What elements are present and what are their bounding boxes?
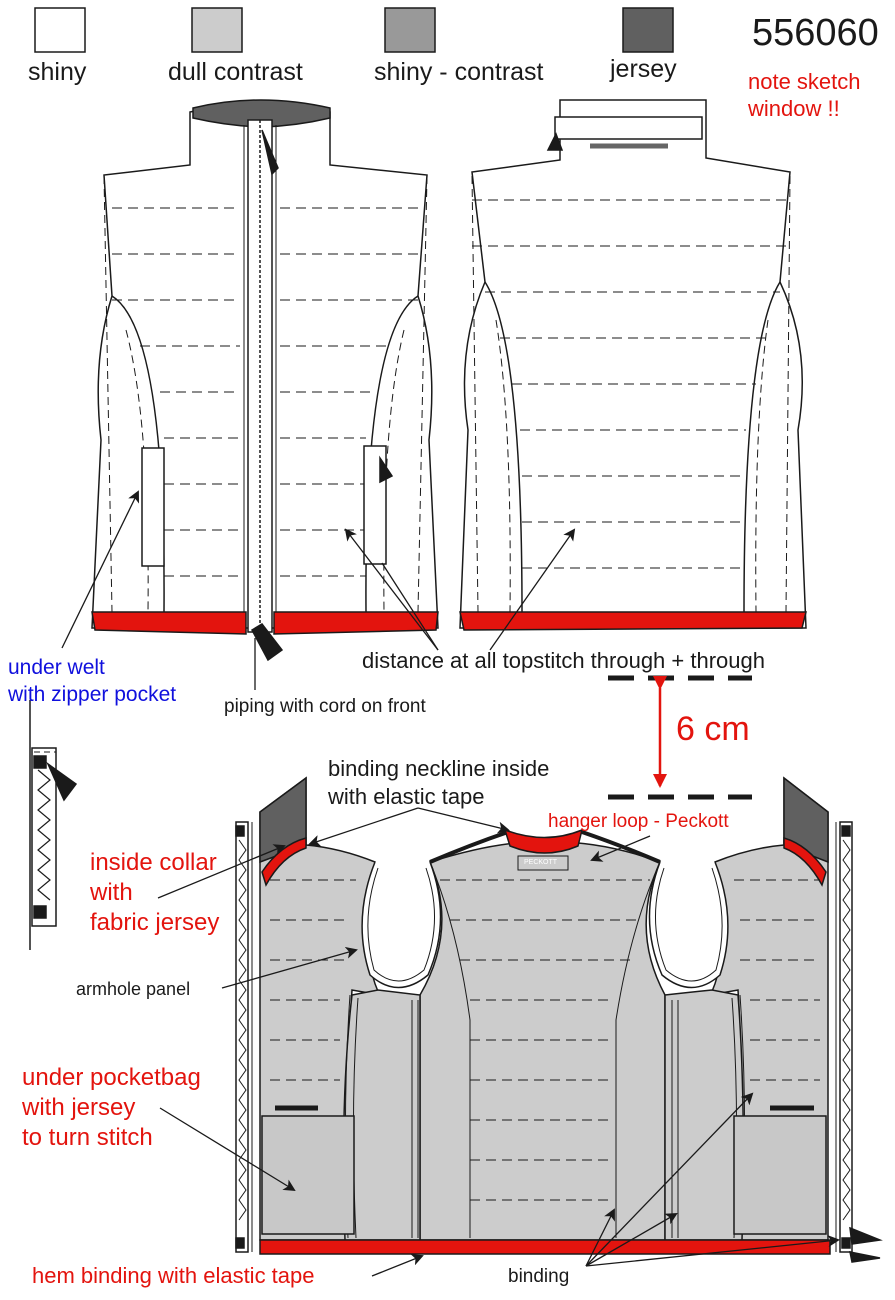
label-distance: distance at all topstitch through + thro… <box>362 648 765 673</box>
leader-lines <box>61 490 840 1277</box>
front-vest <box>91 99 439 662</box>
pocketbag-line-2: with jersey <box>22 1094 136 1121</box>
legend-label-shiny: shiny <box>28 58 87 86</box>
hanger-tag-text: PECKOTT <box>524 859 558 866</box>
inside-collar-line-2: with <box>90 879 133 906</box>
binding-neckline-line-1: binding neckline inside <box>328 756 550 781</box>
inside-collar-line-1: inside collar <box>90 849 217 876</box>
measurement-marker <box>608 675 752 800</box>
style-number: 556060 <box>752 12 879 54</box>
swatch-shiny <box>34 7 86 53</box>
legend-label-jersey: jersey <box>610 55 677 83</box>
label-inside-collar: inside collar with fabric jersey <box>90 848 219 938</box>
label-under-welt: under welt with zipper pocket <box>8 654 176 708</box>
under-welt-line-1: under welt <box>8 656 105 679</box>
label-binding: binding <box>508 1266 570 1287</box>
label-6cm: 6 cm <box>676 710 750 748</box>
note-line-1: note sketch <box>748 69 861 94</box>
label-pocketbag: under pocketbag with jersey to turn stit… <box>22 1063 201 1153</box>
swatch-jersey <box>622 7 674 53</box>
inside-collar-line-3: fabric jersey <box>90 909 220 936</box>
binding-neckline-line-2: with elastic tape <box>328 784 485 809</box>
label-piping: piping with cord on front <box>224 696 426 717</box>
label-hem-binding: hem binding with elastic tape <box>32 1263 315 1288</box>
label-armhole-panel: armhole panel <box>76 979 191 999</box>
legend-label-dull-contrast: dull contrast <box>168 58 303 86</box>
inside-view <box>235 776 883 1263</box>
note-line-2: window !! <box>748 96 840 121</box>
pocketbag-line-1: under pocketbag <box>22 1064 201 1091</box>
under-welt-line-2: with zipper pocket <box>8 683 177 706</box>
zipper-pocket-detail <box>29 700 78 950</box>
note-sketch-window: note sketch window !! <box>748 68 861 122</box>
legend-label-shiny-contrast: shiny - contrast <box>374 58 544 86</box>
swatch-dull-contrast <box>191 7 243 53</box>
back-vest <box>459 99 807 631</box>
pocketbag-line-3: to turn stitch <box>22 1124 153 1151</box>
label-binding-neckline: binding neckline inside with elastic tap… <box>328 755 549 811</box>
label-hanger-loop: hanger loop - Peckott <box>548 811 729 832</box>
swatch-shiny-contrast <box>384 7 436 53</box>
